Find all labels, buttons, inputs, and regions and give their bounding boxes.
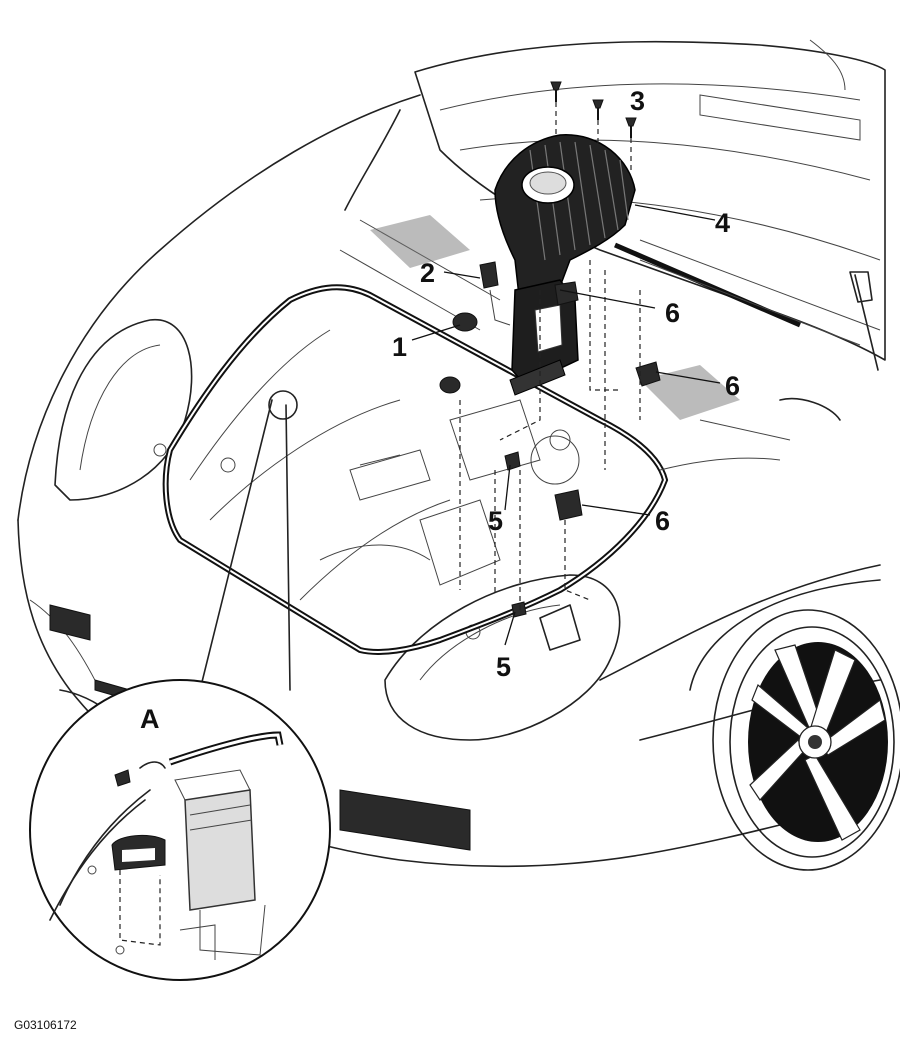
callout-6-upper: 6 — [665, 298, 680, 328]
leader-lines — [167, 204, 721, 736]
trunk-interior — [189, 329, 580, 601]
callout-5-lower: 5 — [496, 652, 511, 682]
screw-part-3 — [550, 81, 637, 138]
assembly-lines — [459, 102, 641, 610]
fasteners — [439, 81, 661, 651]
callouts: 1 2 3 4 6 6 5 6 5 A — [140, 86, 740, 734]
open-hood — [414, 39, 886, 371]
callout-3: 3 — [630, 86, 645, 116]
callout-6-middle: 6 — [725, 371, 740, 401]
air-duct — [494, 134, 636, 306]
cowl-area — [339, 109, 841, 471]
callout-4: 4 — [715, 208, 730, 238]
figure-id: G03106172 — [14, 1018, 77, 1032]
callout-5-upper: 5 — [488, 506, 503, 536]
callout-1: 1 — [392, 332, 407, 362]
control-unit-bracket — [509, 279, 579, 396]
callout-6-lower: 6 — [655, 506, 670, 536]
wiper-arm — [614, 242, 861, 346]
callout-2: 2 — [420, 258, 435, 288]
trunk-seal — [162, 284, 669, 655]
callout-a: A — [140, 704, 160, 734]
front-wheel — [712, 609, 900, 871]
detail-view-a — [29, 399, 331, 981]
